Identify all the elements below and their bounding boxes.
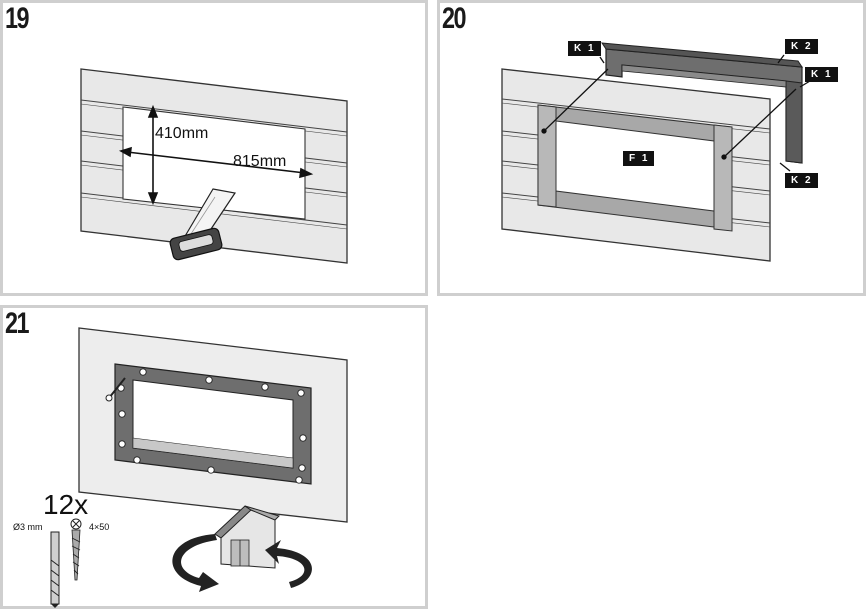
height-dimension-label: 410mm bbox=[155, 125, 208, 142]
rotate-arrow-icon bbox=[172, 534, 312, 592]
label-k2-bottom: K 2 bbox=[785, 173, 818, 188]
frame-screws bbox=[117, 368, 307, 484]
step-21-panel: 21 12x Ø3 mm 4×50 bbox=[0, 305, 428, 609]
screw-icon bbox=[70, 518, 82, 581]
screw-size-label: 4×50 bbox=[89, 522, 109, 532]
label-f1: F 1 bbox=[623, 151, 655, 166]
step-21-illustration: 12x Ø3 mm 4×50 bbox=[13, 327, 348, 608]
step-20-number: 20 bbox=[442, 2, 466, 35]
step-19-number: 19 bbox=[5, 2, 29, 35]
outer-frame bbox=[601, 42, 803, 164]
handsaw-icon bbox=[169, 188, 237, 261]
label-k1-right: K 1 bbox=[805, 67, 838, 82]
step-21-number: 21 bbox=[5, 307, 29, 340]
screw-icon bbox=[105, 377, 126, 402]
step-20-panel: 20 bbox=[437, 0, 866, 296]
shed-icon bbox=[214, 505, 280, 569]
dimension-arrows bbox=[118, 104, 314, 206]
step-19-illustration: 410mm 815mm bbox=[80, 68, 348, 264]
leader-lines bbox=[541, 54, 811, 172]
drill-diameter-label: Ø3 mm bbox=[13, 522, 43, 532]
label-k2-top: K 2 bbox=[785, 39, 818, 54]
label-k1-top: K 1 bbox=[568, 41, 601, 56]
wall-panel bbox=[78, 327, 348, 523]
step-19-panel: 19 410mm 815mm bbox=[0, 0, 428, 296]
drill-bit-icon bbox=[50, 531, 60, 608]
width-dimension-label: 815mm bbox=[233, 153, 286, 170]
screw-quantity: 12x bbox=[43, 489, 88, 520]
